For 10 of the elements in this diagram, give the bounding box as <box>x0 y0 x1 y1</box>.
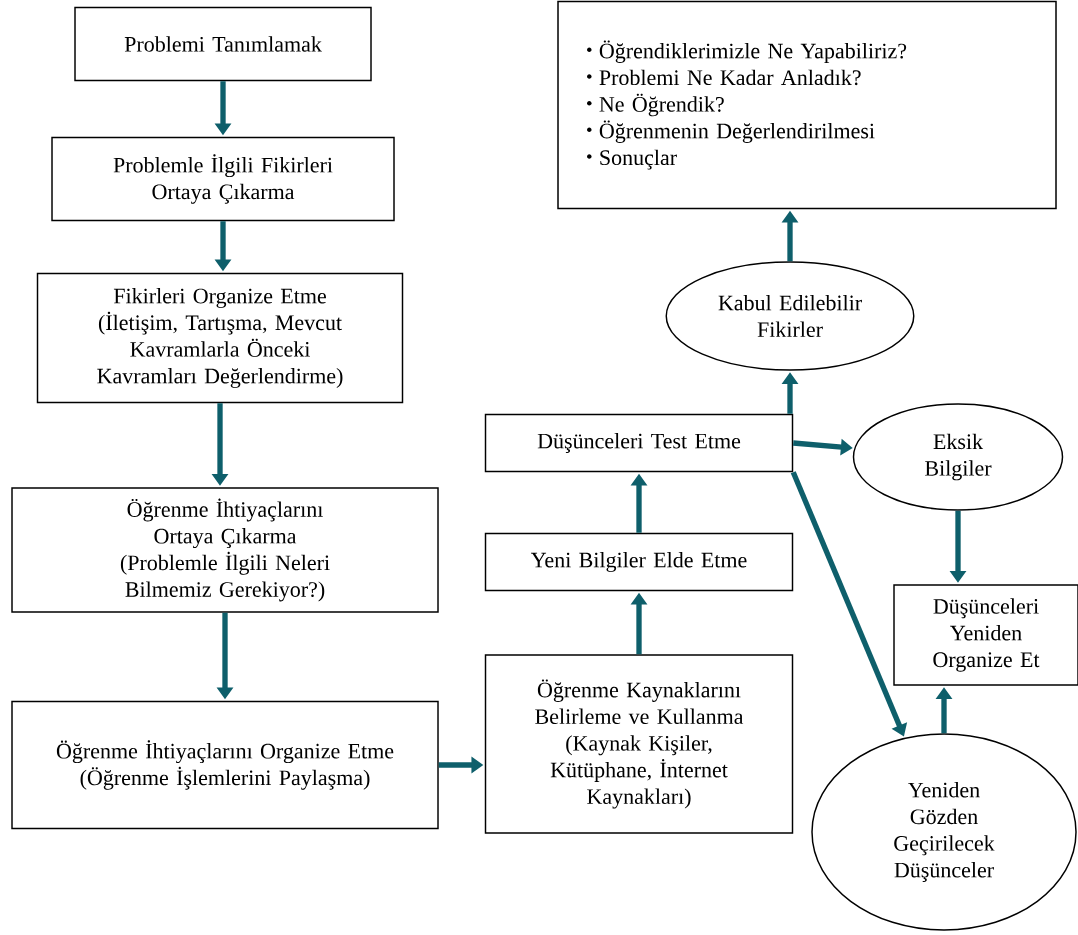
process-box: Fikirleri Organize Etme (İletişim, Tartışma, Mevcut Kavramlarla Önceki Kavramları Değerlendirme) <box>36 272 404 404</box>
process-box: Yeni Bilgiler Elde Etme <box>484 532 794 592</box>
process-box: Öğrenme İhtiyaçlarını Ortaya Çıkarma (Problemle İlgili Neleri Bilmemiz Gerekiyor?) <box>11 487 439 613</box>
process-box: Düşünceleri Yeniden Organize Et <box>893 584 1078 686</box>
process-box: Düşünceleri Test Etme <box>484 413 794 473</box>
process-box: Öğrenme Kaynaklarını Belirleme ve Kullanma (Kaynak Kişiler, Kütüphane, İnternet Kaynakları) <box>484 654 794 834</box>
list-box: Öğrendiklerimizle Ne Yapabiliriz? Problemi Ne Kadar Anladık? Ne Öğrendik? Öğrenmenin Değerlendirilmesi Sonuçlar <box>557 0 1057 210</box>
process-box: Öğrenme İhtiyaçlarını Organize Etme (Öğrenme İşlemlerini Paylaşma) <box>11 700 439 830</box>
process-box: Problemle İlgili Fikirleri Ortaya Çıkarma <box>51 136 395 222</box>
process-box: Problemi Tanımlamak <box>74 6 372 82</box>
